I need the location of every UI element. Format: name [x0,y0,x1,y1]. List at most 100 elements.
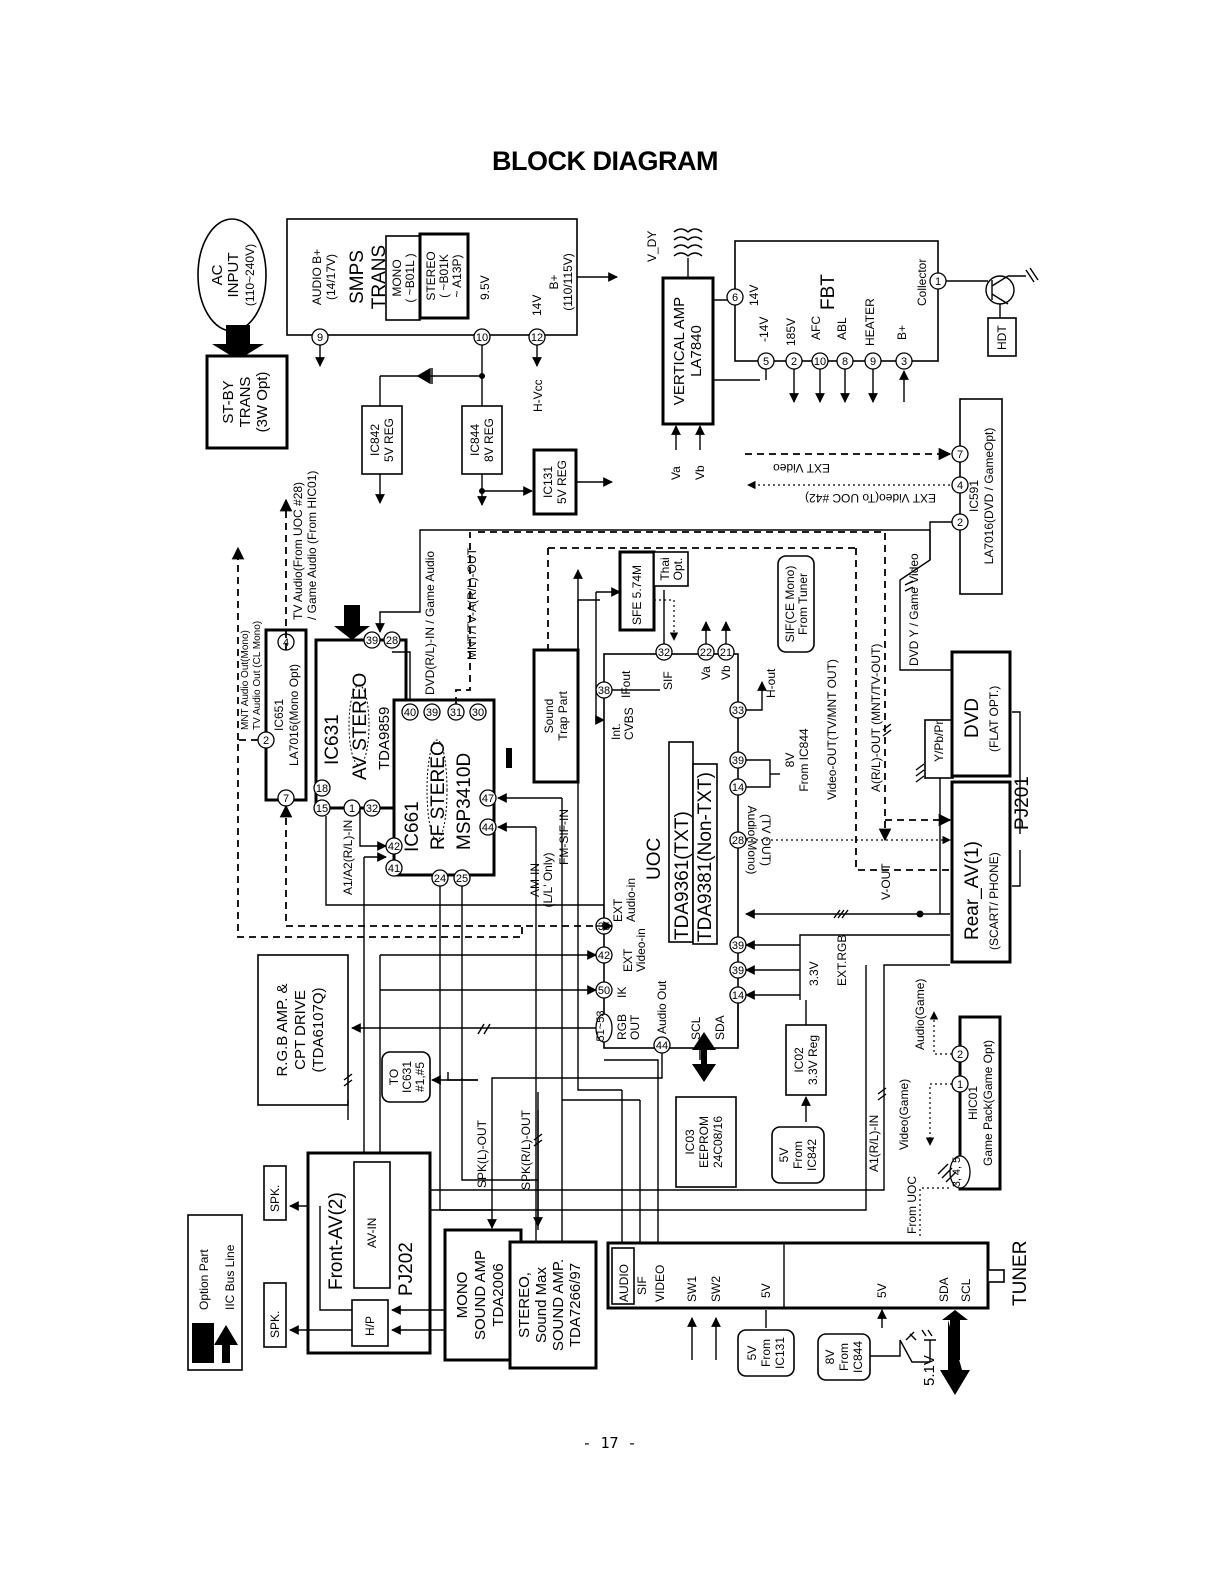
stereo-amp-block: STEREO, Sound Max SOUND AMP. TDA7266/97 [508,1240,598,1370]
smps-14v-label: 14V [530,295,544,316]
svg-text:38: 38 [598,685,610,697]
zener-diode-icon [905,1331,917,1341]
uoc-pin-14a: 14 [729,778,747,796]
smps-stereo-1: STEREO [424,251,438,300]
legend-option-part: Option Part [197,1249,211,1310]
svg-text:21: 21 [720,647,732,659]
arl-out-label: A(R/L)-OUT (MNT/TV-OUT) [869,644,883,792]
uoc-pin-39b: 39 [729,936,747,954]
front-av-label: Front-AV(2) [326,1192,347,1290]
smps-bplus-2: (110/115V) [561,253,575,311]
thai-opt-label-2: Opt. [671,558,685,581]
ic661-pin-39: 39 [423,703,441,721]
mono-amp-2: SOUND AMP [472,1250,489,1340]
ic631-label-3: TDA9859 [376,707,393,770]
uoc-int-cvbs-2: CVBS [622,707,636,740]
sfe-block: SFE 5.74M Thai Opt. [618,550,689,632]
svg-text:28: 28 [386,635,398,647]
ic661-pin-25: 25 [453,869,471,887]
sound-trap-block: Sound Trap Part [532,648,580,784]
ic661-arrow-icon [494,748,512,768]
ic651-pin-2: 2 [257,731,275,749]
ac-arrow-icon [212,325,264,360]
svg-text:6: 6 [732,292,738,304]
tuner-5v-label-1: 5V [759,1283,773,1298]
ic631-label-2: AV STEREO [350,673,371,780]
spk-l-out-label: SPK(L)-OUT [475,1119,489,1188]
svg-text:2: 2 [957,517,963,529]
svg-text:1: 1 [349,803,355,815]
smps-label-1: SMPS [347,250,368,304]
from844b-3: IC844 [851,1341,865,1373]
fbt-pin-6: 6 [726,288,744,306]
fbt-pin-bplus-label: B+ [895,325,909,340]
svg-text:50: 50 [598,985,610,997]
ic631-pin-15: 15 [313,799,331,817]
tuner-sw1-label: SW1 [685,1276,699,1302]
sfe-label: SFE 5.74M [630,565,644,625]
stereo-amp-1: STEREO, [516,1272,533,1338]
svg-text:10: 10 [814,356,826,368]
ic631-pin-39: 39 [363,631,381,649]
legend-iic-bus-line: IIC Bus Line [223,1244,237,1310]
stereo-amp-2: Sound Max [533,1267,550,1343]
ic03-label-1: IC03 [683,1129,697,1155]
hic-pin-1: 1 [951,1075,969,1093]
iic-bus-arrow-icon [692,1032,716,1082]
smps-audio-label-1: AUDIO B+ [310,249,324,305]
smps-bplus-1: B+ [547,274,561,289]
vout-label: V-OUT [879,863,893,900]
svg-text:2: 2 [791,356,797,368]
stby-label-2: TRANS [237,377,254,428]
pj201-label: PJ201 [1012,776,1033,830]
iic-bus-legend-icon [214,1325,238,1363]
thai-opt-label-1: Thai [658,557,672,580]
ic661-pin-44: 44 [479,818,497,836]
svg-text:7: 7 [957,449,963,461]
tuner-video-label: VIDEO [653,1265,667,1302]
hp-label: H/P [363,1316,377,1336]
sif-ce-block: SIF(CE Mono) From Tuner [777,555,815,653]
ic03-block: IC03 EEPROM 24C08/16 [675,1096,737,1188]
smps-mono-2: ( ~B01L ) [403,253,417,302]
ext-video-label: EXT Video [773,461,830,475]
tuner-block: AUDIO SIF VIDEO SW1 SW2 5V 5V SDA SCL [606,1241,990,1310]
ic591-pin-7: 7 [951,445,969,463]
svg-text:42: 42 [598,950,610,962]
ic661-pin-31: 31 [447,703,465,721]
ic651-label-2: LA7016(Mono Opt) [287,664,301,766]
svg-text:8: 8 [842,356,848,368]
page-number: - 17 - [582,1434,637,1452]
svg-text:2: 2 [263,735,269,747]
vdy-coil-icon [673,228,703,278]
ypbpr-label: Y/Pb/Pr [932,721,946,762]
svg-text:1: 1 [957,1079,963,1091]
diode-icon [416,367,433,385]
mnt-audio-label-1: MNT Audio Out(Mono) [240,630,251,730]
svg-text:39: 39 [732,940,744,952]
am-in-label-2: (L/L' Only) [541,853,555,908]
rear-av-block: Rear_AV(1) (SCART/ PHONE) [950,780,1012,964]
av-in-label: AV-IN [365,1218,379,1248]
fm-sif-label: FM-SIF-IN [557,809,571,865]
fbt-pin-minus14v-label: -14V [757,317,771,342]
ic631-pin-28: 28 [383,631,401,649]
ic591-label-2: LA7016(DVD / GameOpt) [982,428,996,565]
svg-text:14: 14 [732,782,744,794]
sound-trap-label-1: Sound [542,699,556,734]
svg-text:44: 44 [656,1040,668,1052]
ic661-pin-47: 47 [479,789,497,807]
mnt-tv-out-label: MNT/TV-A(R/L)-OUT [465,547,479,660]
uoc-int-cvbs-1: Int. [609,723,623,740]
tuner-connector-icon [987,1269,1005,1283]
svg-text:39: 39 [732,755,744,767]
uoc-ik-label: IK [615,987,629,998]
mono-amp-1: MONO [454,1272,471,1319]
smps-label-2: TRANS [369,245,390,309]
tuner-sda-label: SDA [937,1277,951,1302]
pj202-label: PJ202 [396,1242,417,1296]
svg-text:31: 31 [450,707,462,719]
fbt-pin-abl-label: ABL [835,317,849,340]
vdy-label: V_DY [645,231,659,262]
uoc-ext-rgb-label: EXT.RGB [835,935,849,986]
